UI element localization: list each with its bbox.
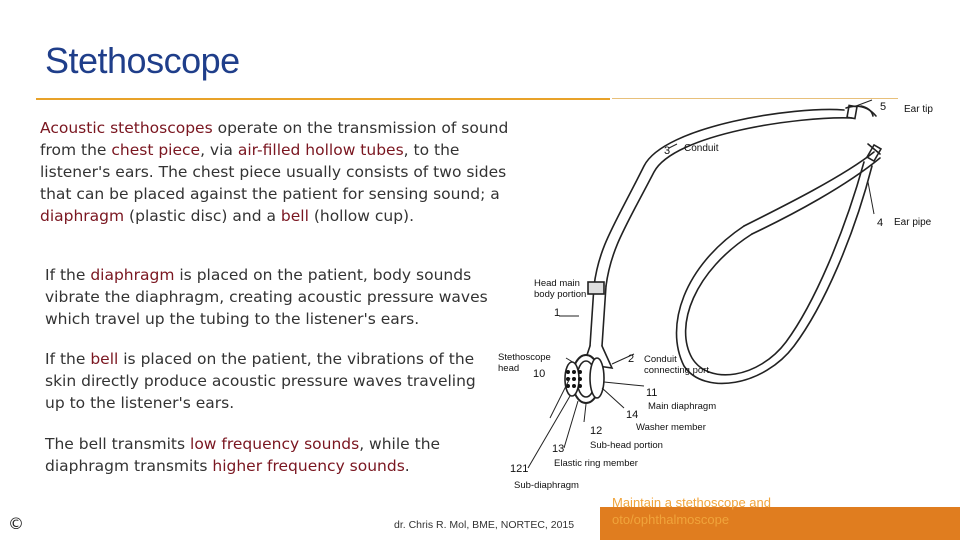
label-main-diaphragm: Main diaphragm (648, 401, 716, 412)
footer-course-title: Maintain a stethoscope and oto/ophthalmo… (612, 495, 771, 527)
title-divider-right (612, 98, 898, 99)
paragraph-text: . (404, 457, 410, 475)
label-number: 3 (664, 145, 670, 157)
slide-title: Stethoscope (45, 40, 240, 81)
label-number: 4 (877, 217, 883, 229)
highlight-term: low frequency sounds (190, 435, 360, 453)
label-subdiaphragm: Sub-diaphragm (514, 480, 579, 491)
highlight-term: Acoustic stethoscopes (40, 119, 213, 137)
highlight-term: diaphragm (90, 266, 175, 284)
label-ear-tip: Ear tip (904, 104, 933, 115)
copyright-symbol: © (8, 514, 24, 533)
paragraph-frequency: The bell transmits low frequency sounds,… (45, 433, 495, 477)
label-washer: Washer member (636, 422, 706, 433)
label-number: 5 (880, 101, 886, 113)
label-head-main-2: body portion (534, 289, 586, 300)
label-conduit-port-2: connecting port (644, 365, 709, 376)
label-conduit-port: Conduit (644, 354, 677, 365)
footer-citation: dr. Chris R. Mol, BME, NORTEC, 2015 (394, 519, 575, 531)
label-elastic: Elastic ring member (554, 458, 638, 469)
label-number: 1 (554, 307, 560, 319)
paragraph-text: is placed on the patient, the vibrations… (45, 350, 476, 412)
label-number: 14 (626, 409, 638, 421)
label-steth-head: Stethoscope (498, 352, 551, 363)
highlight-term: air-filled hollow tubes (237, 141, 404, 159)
paragraph-text: If the (45, 350, 91, 368)
label-subhead: Sub-head portion (590, 440, 663, 451)
paragraph-text: , to the listener's ears. The chest piec… (40, 141, 507, 203)
paragraph-text: The bell transmits (45, 435, 191, 453)
paragraph-diaphragm: If the diaphragm is placed on the patien… (45, 264, 495, 330)
highlight-term: diaphragm (40, 207, 125, 225)
title-divider (36, 98, 610, 100)
label-number: 13 (552, 443, 564, 455)
label-head-main: Head main (534, 278, 580, 289)
stethoscope-diagram: 5 Ear tip 3 Conduit 4 Ear pipe Head main… (498, 99, 933, 491)
label-number: 12 (590, 425, 602, 437)
paragraph-text: , while the diaphragm transmits (45, 435, 441, 475)
paragraph-text: is placed on the patient, body sounds vi… (45, 266, 488, 328)
label-number: 2 (628, 353, 634, 365)
label-conduit: Conduit (684, 143, 719, 154)
paragraph-bell: If the bell is placed on the patient, th… (45, 348, 495, 414)
highlight-term: bell (280, 207, 309, 225)
highlight-term: higher frequency sounds (212, 457, 405, 475)
label-number: 121 (510, 463, 528, 475)
label-number: 10 (533, 368, 545, 380)
footer-bar: © dr. Chris R. Mol, BME, NORTEC, 2015 (0, 507, 960, 540)
paragraph-text: , via (200, 141, 238, 159)
highlight-term: chest piece (111, 141, 201, 159)
paragraph-acoustic: Acoustic stethoscopes operate on the tra… (40, 117, 510, 227)
label-number: 11 (646, 387, 657, 399)
label-ear-pipe: Ear pipe (894, 217, 932, 228)
label-steth-head-2: head (498, 363, 519, 374)
paragraph-text: (hollow cup). (308, 207, 415, 225)
paragraph-text: (plastic disc) and a (124, 207, 281, 225)
paragraph-text: If the (45, 266, 91, 284)
highlight-term: bell (90, 350, 119, 368)
footer-panel: © dr. Chris R. Mol, BME, NORTEC, 2015 (0, 507, 600, 540)
paragraph-text: operate on the transmission of sound fro… (40, 119, 509, 159)
